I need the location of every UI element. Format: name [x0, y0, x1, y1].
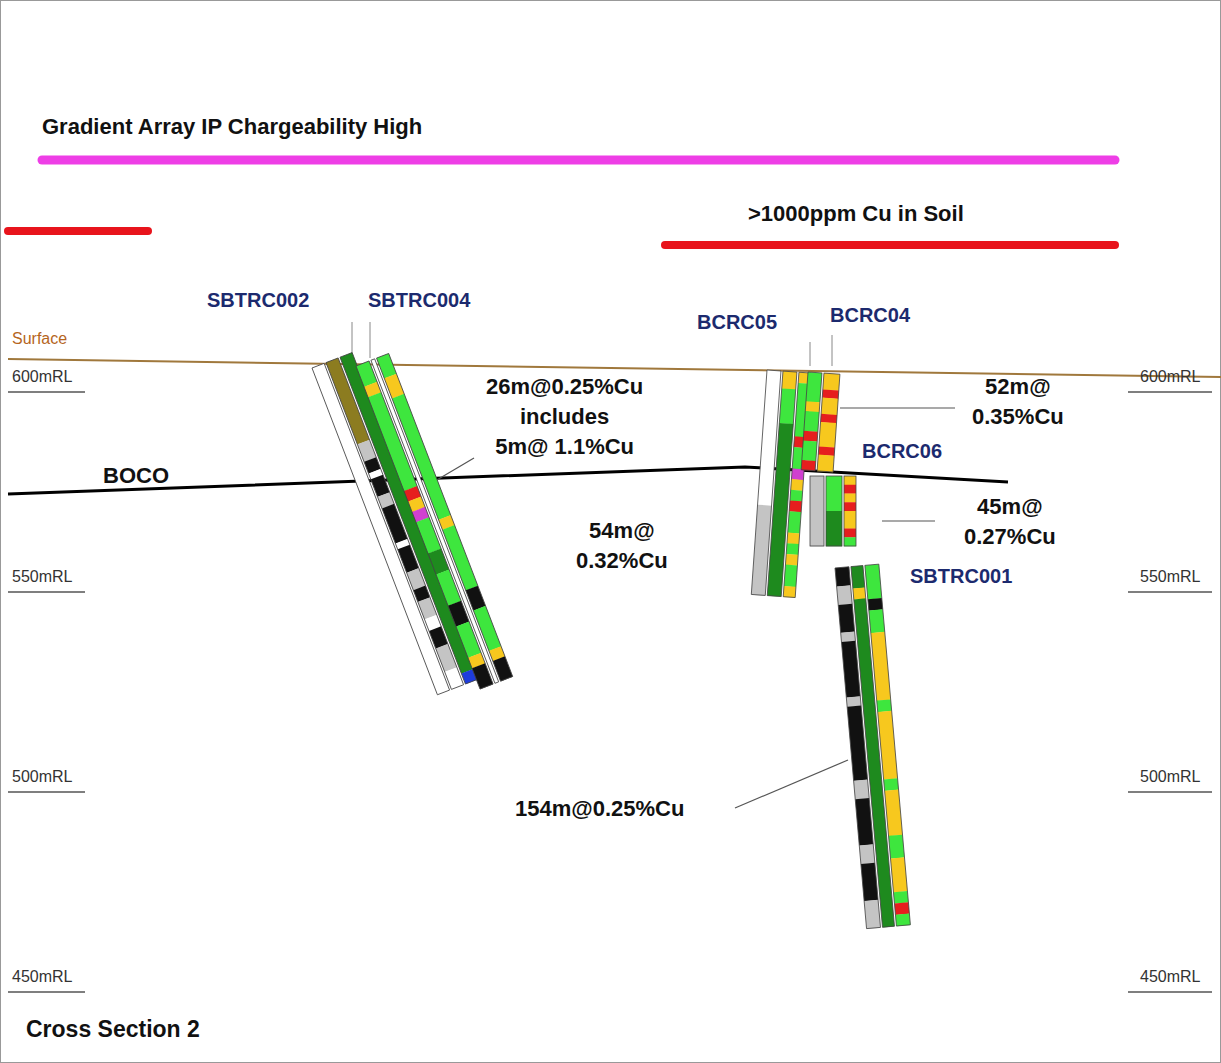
drill-hole	[356, 353, 513, 689]
survey-label: >1000ppm Cu in Soil	[748, 199, 964, 229]
drill-hole	[835, 564, 910, 929]
soil-bar	[665, 241, 1115, 249]
hole-name: BCRC05	[697, 311, 777, 334]
rl-label: 450mRL	[12, 968, 72, 986]
rl-label: 450mRL	[1140, 968, 1200, 986]
ip-bar	[42, 156, 1115, 165]
section-title: Cross Section 2	[26, 1016, 200, 1043]
intercept-label: 54m@ 0.32%Cu	[576, 516, 668, 576]
hole-name: SBTRC002	[207, 289, 309, 312]
survey-label: Gradient Array IP Chargeability High	[42, 112, 422, 142]
rl-label: 500mRL	[1140, 768, 1200, 786]
soil-bar	[8, 227, 148, 235]
drill-hole	[751, 370, 811, 598]
drill-holes	[312, 353, 910, 929]
hole-name: SBTRC001	[910, 565, 1012, 588]
hole-name: BCRC06	[862, 440, 942, 463]
intercept-label: 154m@0.25%Cu	[515, 794, 684, 824]
rl-label: 600mRL	[12, 368, 72, 386]
rl-label: 600mRL	[1140, 368, 1200, 386]
intercept-label: 52m@ 0.35%Cu	[972, 372, 1064, 432]
hole-name: SBTRC004	[368, 289, 470, 312]
intercept-label: 45m@ 0.27%Cu	[964, 492, 1056, 552]
drill-hole	[810, 476, 856, 546]
intercept-label: 26m@0.25%Cu includes 5m@ 1.1%Cu	[486, 372, 643, 462]
surface-label: Surface	[12, 330, 67, 348]
drill-hole	[312, 353, 478, 695]
hole-name: BCRC04	[830, 304, 910, 327]
rl-label: 550mRL	[12, 568, 72, 586]
rl-ticks	[8, 392, 1212, 992]
rl-label: 500mRL	[12, 768, 72, 786]
drill-hole	[801, 372, 840, 472]
contact-label: BOCO	[103, 461, 169, 491]
rl-label: 550mRL	[1140, 568, 1200, 586]
